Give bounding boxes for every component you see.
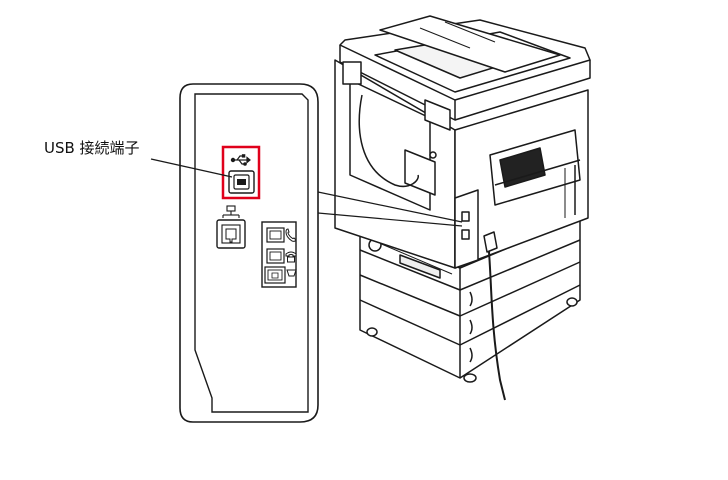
usb-callout-leader [150, 158, 233, 178]
callout-leader-lines [317, 191, 463, 227]
interface-panel-zoom [179, 83, 319, 423]
output-tray-shadow [499, 147, 546, 188]
line-port [266, 227, 297, 243]
lan-port [216, 205, 246, 249]
network-icon [222, 205, 240, 218]
usb-port-highlight-box [221, 145, 261, 200]
usb-port [221, 145, 261, 200]
usb-port-label: USB 接続端子 [44, 139, 140, 157]
phone-port-group [261, 221, 297, 288]
multifunction-printer [334, 15, 591, 401]
usb-cable [487, 239, 506, 401]
usb-callout: USB 接続端子 [44, 139, 233, 178]
tel-port [266, 248, 297, 264]
document-feeder [339, 15, 591, 131]
ext-line-icon [286, 269, 297, 277]
paper-tray-stack [359, 217, 581, 383]
phone-icon [285, 228, 297, 242]
usb-icon [230, 154, 251, 166]
usb-plug [483, 231, 498, 253]
telephone-icon [285, 251, 297, 263]
ext-port [264, 266, 297, 284]
printer-main-body [334, 59, 589, 269]
